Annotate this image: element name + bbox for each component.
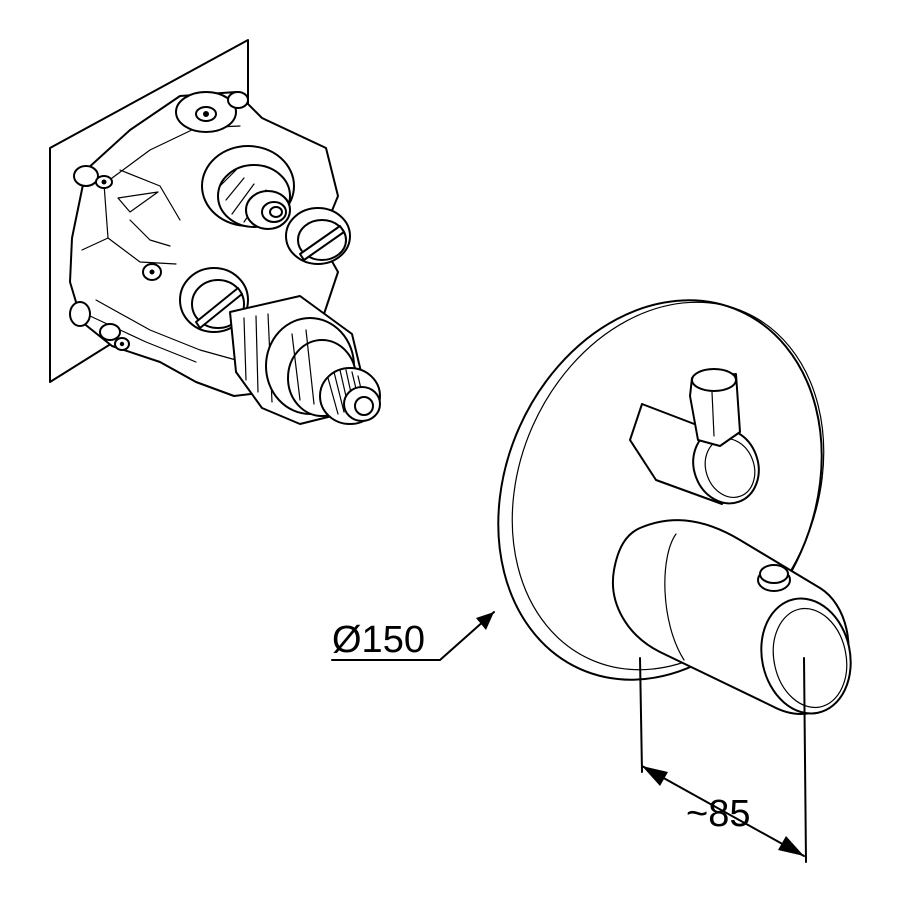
thermostat-knob: [611, 519, 852, 715]
temperature-stop-button: [757, 564, 791, 592]
concealed-valve-body: [49, 39, 381, 425]
diverter-handle: [629, 368, 760, 505]
diameter-dimension: Ø150: [331, 611, 495, 661]
cartridge-assembly: [229, 295, 381, 425]
depth-dimension: ~85: [639, 657, 807, 863]
left-bolt-lower: [69, 301, 130, 351]
depth-label: ~85: [686, 793, 750, 835]
upper-outlet-fitting: [201, 145, 295, 230]
thermostat-trim: Ø150 ~85: [331, 299, 852, 863]
top-socket-core: [203, 111, 209, 117]
housing-rib: [95, 299, 237, 361]
flow-arrow-mark: [117, 191, 159, 213]
rosette-edge: [511, 301, 825, 671]
top-right-bolt: [227, 91, 249, 109]
housing-rib-3: [119, 169, 181, 221]
diverter-lever: [689, 373, 741, 447]
body-bolt-core: [149, 269, 155, 275]
left-bolt-upper: [73, 165, 113, 189]
diverter-lever-top: [691, 368, 737, 392]
right-slotted-cap: [285, 207, 351, 265]
knob-face: [760, 597, 852, 715]
diameter-label: Ø150: [332, 619, 425, 661]
housing-edge-3: [107, 237, 177, 265]
housing-rib-4: [129, 219, 171, 247]
